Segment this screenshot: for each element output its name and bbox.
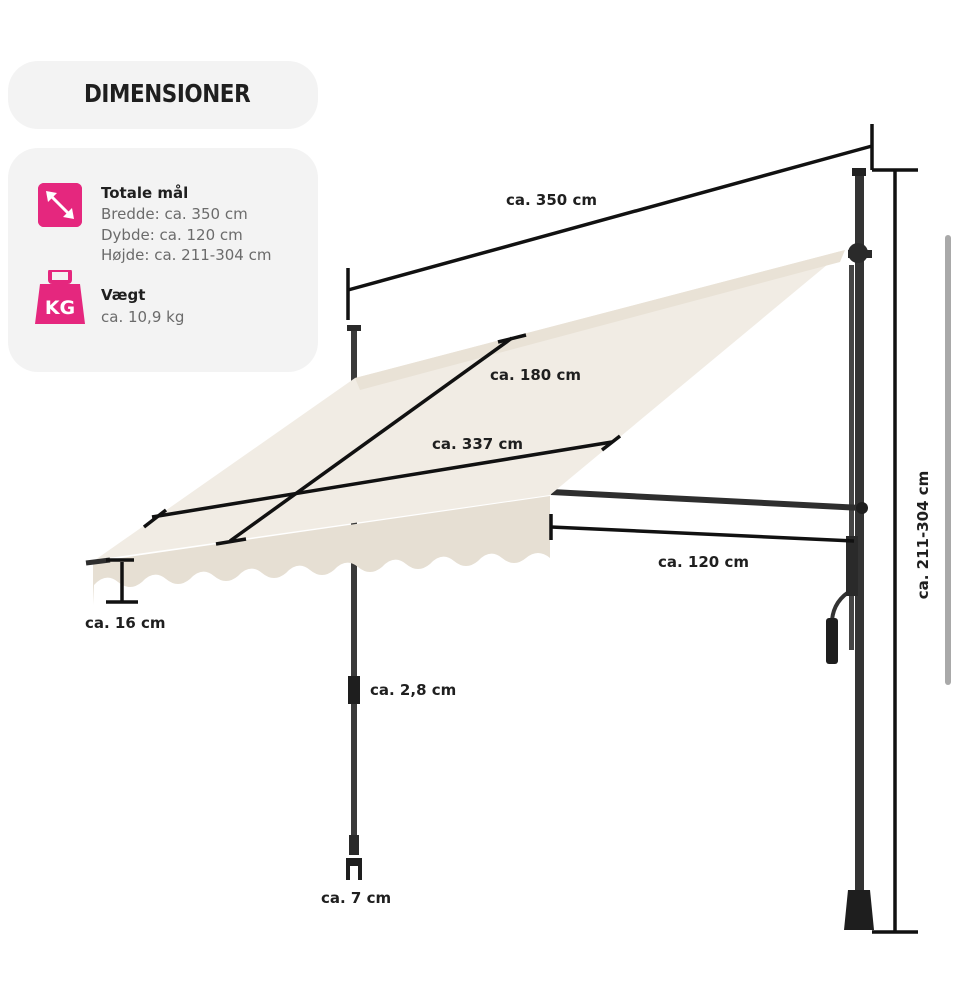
width-cloth-label: ca. 337 cm — [432, 435, 523, 453]
awning-arm — [550, 489, 863, 511]
awning-valance — [93, 496, 550, 605]
dimensions-heading: Totale mål — [101, 184, 189, 202]
title-panel: DIMENSIONER — [8, 61, 318, 129]
width-total-label: ca. 350 cm — [506, 191, 597, 209]
width-spec: Bredde: ca. 350 cm — [101, 205, 248, 223]
depth-arm-label: ca. 120 cm — [658, 553, 749, 571]
kg-icon-text: KG — [45, 297, 75, 319]
depth-spec: Dybde: ca. 120 cm — [101, 226, 243, 244]
foot-width-label: ca. 7 cm — [321, 889, 392, 907]
dimension-lines — [106, 124, 918, 934]
page-title: DIMENSIONER — [84, 79, 251, 108]
valance-height-label: ca. 16 cm — [85, 614, 166, 632]
specs-panel: Totale mål Bredde: ca. 350 cm Dybde: ca.… — [8, 148, 318, 372]
right-pole — [826, 168, 874, 930]
scrollbar[interactable] — [945, 235, 951, 685]
height-range-label: ca. 211-304 cm — [914, 470, 932, 600]
weight-spec: ca. 10,9 kg — [101, 308, 185, 326]
depth-cloth-label: ca. 180 cm — [490, 366, 581, 384]
pole-diameter-label: ca. 2,8 cm — [370, 681, 457, 699]
left-pole — [346, 325, 362, 880]
height-spec: Højde: ca. 211-304 cm — [101, 246, 272, 264]
awning-fabric — [95, 250, 845, 560]
diagonal-arrows-icon — [38, 183, 82, 227]
kg-weight-icon: KG — [34, 270, 86, 324]
weight-heading: Vægt — [101, 286, 146, 304]
